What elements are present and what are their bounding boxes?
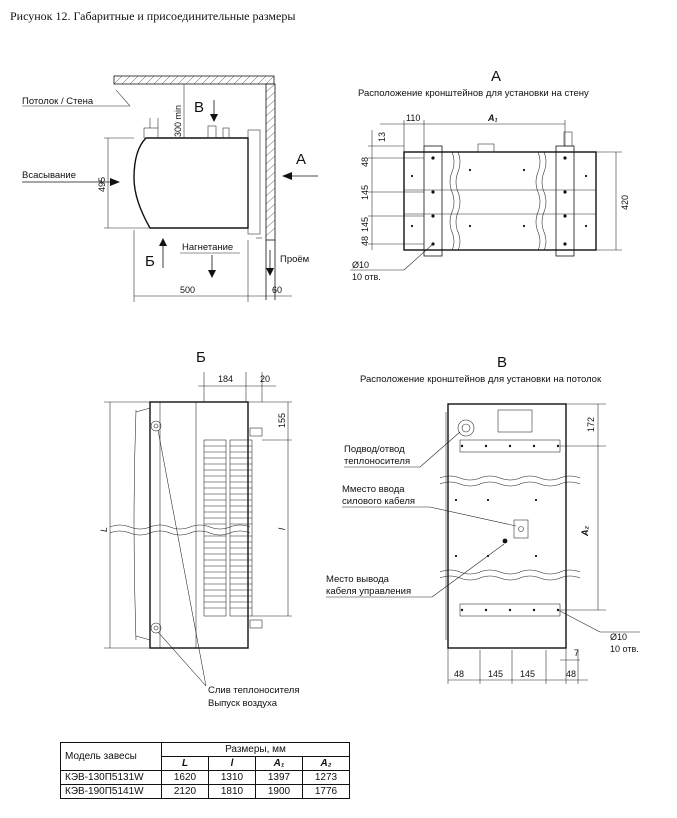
control-cable-label-2: кабеля управления	[326, 586, 411, 597]
dim-60: 60	[272, 285, 282, 295]
view-a-title: А	[491, 68, 501, 85]
cell-L: 2120	[161, 784, 209, 799]
drain-valve-bottom	[150, 622, 162, 634]
cell-A2: 1273	[302, 770, 350, 785]
figure-caption: Рисунок 12. Габаритные и присоединительн…	[10, 9, 296, 23]
col-sizes-header: Размеры, мм	[161, 742, 350, 757]
dim-7: 7	[574, 648, 579, 658]
bracket-left	[423, 145, 443, 257]
up-arrow-icon	[159, 238, 167, 246]
control-cable-point	[502, 538, 508, 544]
col-A1: A₁	[255, 756, 303, 771]
heat-supply-label-2: теплоносителя	[344, 456, 410, 467]
hole-dia-a: Ø10	[352, 260, 369, 270]
down-arrow-icon	[210, 114, 218, 122]
dim-48-top: 48	[360, 157, 370, 167]
wall-hatch	[265, 83, 276, 300]
dim-145-bottom: 145	[360, 217, 370, 232]
ceiling-label: Потолок / Стена	[22, 96, 94, 107]
opening-arrow-icon	[266, 268, 274, 276]
col-l: l	[208, 756, 256, 771]
dim-a2: A₂	[580, 526, 590, 537]
discharge-label: Нагнетание	[182, 242, 233, 253]
dim-300min: 300 min	[173, 105, 183, 137]
view-a-marker: А	[296, 151, 306, 168]
col-A2: A₂	[302, 756, 350, 771]
dim-145-top: 145	[360, 185, 370, 200]
dim-145-right: 145	[520, 669, 535, 679]
left-arrow-icon	[282, 172, 292, 180]
col-L: L	[161, 756, 209, 771]
view-v: В Расположение кронштейнов для установки…	[326, 354, 640, 684]
view-b-title: Б	[196, 349, 206, 366]
drain-label: Слив теплоносителя	[208, 685, 300, 696]
outlet-grille	[203, 439, 253, 617]
view-v-subtitle: Расположение кронштейнов для установки н…	[360, 374, 602, 385]
heat-supply-label-1: Подвод/отвод	[344, 444, 405, 455]
view-a: А Расположение кронштейнов для установки…	[350, 68, 630, 282]
power-cable-label-1: Мместо ввода	[342, 484, 405, 495]
dim-48-left: 48	[454, 669, 464, 679]
cell-A1: 1900	[255, 784, 303, 799]
heat-supply-connector	[457, 419, 475, 437]
table-row: КЭВ-190П5141W 2120 1810 1900 1776	[60, 784, 350, 799]
drain-valve-top	[150, 420, 162, 432]
discharge-arrow-icon	[208, 270, 216, 278]
hole-count-v: 10 отв.	[610, 644, 639, 654]
view-v-marker: В	[194, 99, 204, 116]
power-cable-box	[513, 519, 529, 539]
bracket-right	[555, 145, 575, 257]
hole-count-a: 10 отв.	[352, 272, 381, 282]
col-model-header: Модель завесы	[60, 742, 162, 771]
sizes-table: Модель завесы Размеры, мм L l A₁ A₂ КЭВ-…	[60, 742, 350, 799]
ceiling-mount-holes	[454, 444, 560, 612]
dim-184: 184	[218, 374, 233, 384]
ceiling-hatch	[113, 75, 275, 85]
view-v-title: В	[497, 354, 507, 371]
mounting-holes	[410, 156, 588, 246]
air-vent-label: Выпуск воздуха	[208, 698, 278, 709]
cell-L: 1620	[161, 770, 209, 785]
cell-A2: 1776	[302, 784, 350, 799]
view-a-subtitle: Расположение кронштейнов для установки н…	[358, 88, 589, 99]
dim-a1: A₁	[487, 113, 498, 123]
dim-48-bottom: 48	[360, 236, 370, 246]
dim-13: 13	[377, 132, 387, 142]
dim-495: 495	[97, 177, 107, 192]
table-row: КЭВ-130П5131W 1620 1310 1397 1273	[60, 770, 350, 785]
hole-dia-v: Ø10	[610, 632, 627, 642]
opening-label: Проём	[280, 254, 309, 265]
dim-L: L	[99, 527, 109, 532]
curtain-unit-side	[133, 118, 262, 239]
control-cable-label-1: Место вывода	[326, 574, 390, 585]
row-model: КЭВ-190П5141W	[60, 784, 162, 799]
dim-172: 172	[586, 417, 596, 432]
view-b: Б Слив теплоносителя Выпуск воздуха	[99, 349, 300, 709]
cell-A1: 1397	[255, 770, 303, 785]
dim-110: 110	[406, 113, 420, 123]
cell-l: 1310	[208, 770, 256, 785]
unit-top	[447, 403, 567, 649]
intake-arrow-icon	[110, 178, 120, 186]
power-cable-label-2: силового кабеля	[342, 496, 415, 507]
dim-155: 155	[277, 413, 287, 428]
dim-20: 20	[260, 374, 270, 384]
side-view: Потолок / Стена Всасывание 495 300 min В…	[22, 75, 318, 302]
dim-420: 420	[620, 195, 630, 210]
unit-front	[403, 151, 597, 251]
intake-label: Всасывание	[22, 170, 76, 181]
view-b-marker: Б	[145, 253, 155, 270]
dim-500: 500	[180, 285, 195, 295]
row-model: КЭВ-130П5131W	[60, 770, 162, 785]
dim-48-right: 48	[566, 669, 576, 679]
dim-l: l	[277, 527, 287, 530]
dim-145-left: 145	[488, 669, 503, 679]
cell-l: 1810	[208, 784, 256, 799]
